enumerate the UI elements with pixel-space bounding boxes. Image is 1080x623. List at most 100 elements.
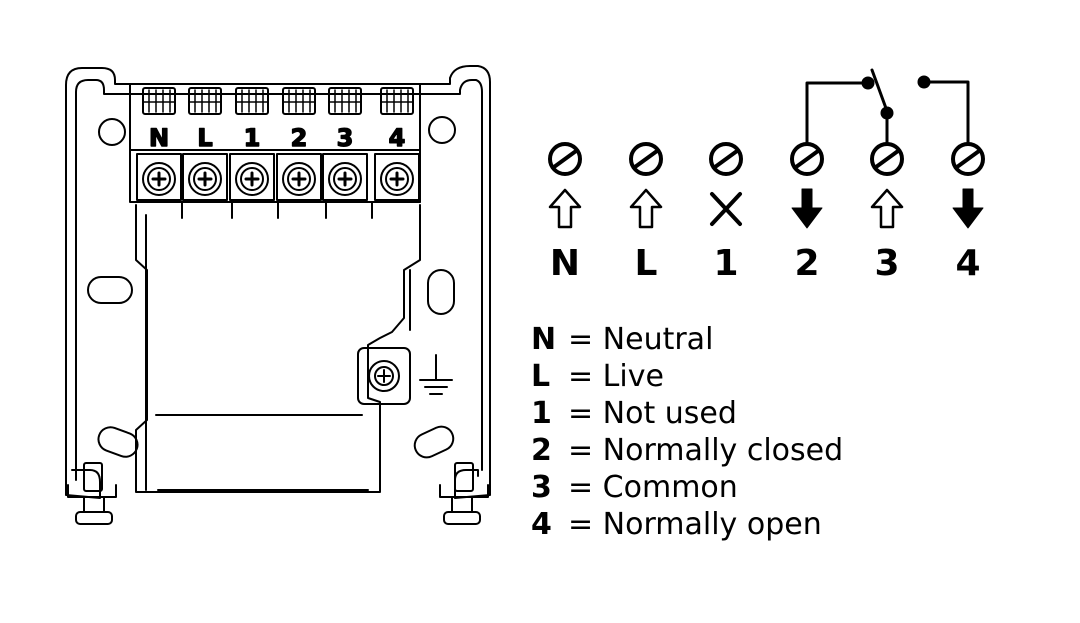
- legend-key: 2: [531, 433, 552, 468]
- schematic-terminal-4: 4: [951, 142, 985, 284]
- housing-inner-rim: [75, 79, 483, 481]
- mount-slot-right: [427, 269, 455, 315]
- terminal-screw: [380, 162, 414, 196]
- schematic: N L 1 2 3 4: [548, 68, 985, 284]
- legend-desc: = Not used: [568, 396, 737, 431]
- schematic-terminals: N L 1 2 3 4: [548, 142, 985, 284]
- device-terminal-n: N: [136, 87, 182, 201]
- legend-row: 3 = Common: [531, 470, 738, 505]
- terminal-screw: [282, 162, 316, 196]
- legend-desc: = Live: [568, 359, 664, 394]
- legend-key: 3: [531, 470, 552, 505]
- terminal-screw-inner: [385, 167, 409, 191]
- mount-hole-top-left: [98, 118, 126, 146]
- legend-row: 2= Normally closed: [531, 433, 843, 468]
- terminal-clamp-slots: [142, 89, 176, 113]
- schematic-terminal-label: 3: [874, 243, 899, 284]
- screw-terminal-icon: [951, 142, 985, 176]
- earth-terminal-screw-cross: [377, 369, 391, 383]
- device-terminal-label: N: [149, 124, 169, 152]
- terminal-clamp: [235, 87, 269, 115]
- earth-symbol-icon: [419, 354, 453, 395]
- arrow-up-outline-icon: [548, 188, 582, 229]
- device-terminal-2: 2: [276, 87, 322, 201]
- terminal-clamp: [188, 87, 222, 115]
- terminal-screw-inner: [147, 167, 171, 191]
- terminal-screw-cell: [322, 153, 368, 201]
- terminal-screw-cell: [374, 153, 420, 201]
- schematic-terminal-l: L: [629, 142, 663, 284]
- terminal-stubs: [181, 201, 373, 219]
- arrow-down-filled-icon: [791, 188, 823, 229]
- legend-key: 1: [531, 396, 552, 431]
- screw-terminal-icon: [548, 142, 582, 176]
- schematic-terminal-2: 2: [790, 142, 824, 284]
- legend-key: N: [531, 322, 556, 357]
- terminal-screw-cross: [291, 171, 307, 187]
- foot-left: [67, 462, 117, 525]
- foot-right: [439, 462, 489, 525]
- screw-terminal-icon: [870, 142, 904, 176]
- terminal-clamp-slots: [188, 89, 222, 113]
- terminal-screw-cross: [151, 171, 167, 187]
- arrow-down-filled-icon: [952, 188, 984, 229]
- terminal-clamp: [282, 87, 316, 115]
- schematic-terminal-label: 4: [955, 243, 980, 284]
- mount-slot-left: [87, 276, 133, 304]
- legend-key: L: [531, 359, 550, 394]
- screw-terminal-icon: [790, 142, 824, 176]
- legend-desc: = Normally open: [568, 507, 822, 542]
- device-terminal-1: 1: [229, 87, 275, 201]
- terminal-clamp: [328, 87, 362, 115]
- terminal-clamp-slots: [328, 89, 362, 113]
- legend-row: N= Neutral: [531, 322, 713, 357]
- mount-slot-bottom-left: [97, 426, 139, 458]
- terminal-screw-cross: [197, 171, 213, 187]
- terminal-screw: [142, 162, 176, 196]
- legend-key: 4: [531, 507, 552, 542]
- screw-terminal-icon: [709, 142, 743, 176]
- terminal-screw: [188, 162, 222, 196]
- screw-terminal-icon: [629, 142, 663, 176]
- terminal-screw-cell: [182, 153, 228, 201]
- terminal-clamp-slots: [380, 89, 414, 113]
- schematic-terminal-label: 2: [794, 243, 819, 284]
- terminal-screw-inner: [240, 167, 264, 191]
- contact-dot-nc: [861, 76, 875, 90]
- legend-desc: = Common: [568, 470, 738, 505]
- device-terminal-4: 4: [374, 87, 420, 201]
- terminal-clamp-slots: [235, 89, 269, 113]
- legend-row: 1 = Not used: [531, 396, 737, 431]
- device-terminal-label: 4: [389, 124, 406, 152]
- schematic-terminal-n: N: [548, 142, 582, 284]
- inner-cavity-rim: [145, 214, 411, 491]
- arrow-up-outline-icon: [629, 188, 663, 229]
- earth-terminal-screw: [368, 360, 400, 392]
- device-terminal-l: L: [182, 87, 228, 201]
- device-terminal-3: 3: [322, 87, 368, 201]
- device-terminal-label: L: [197, 124, 212, 152]
- terminal-screw-cell: [276, 153, 322, 201]
- schematic-terminal-3: 3: [870, 142, 904, 284]
- terminal-screw-cell: [136, 153, 182, 201]
- terminal-screw-inner: [333, 167, 357, 191]
- wire-terminal-2: [805, 81, 870, 145]
- schematic-terminal-label: N: [550, 243, 580, 284]
- terminal-screw-inner: [287, 167, 311, 191]
- terminal-screw-cross: [244, 171, 260, 187]
- schematic-terminal-label: 1: [713, 243, 738, 284]
- arrow-up-outline-icon: [870, 188, 904, 229]
- device-terminal-label: 1: [244, 124, 261, 152]
- device-terminal-label: 2: [291, 124, 308, 152]
- switch-blade: [870, 68, 889, 113]
- mount-slot-bottom-right: [413, 425, 455, 459]
- legend-row: L = Live: [531, 359, 664, 394]
- not-used-cross-icon: [710, 192, 742, 226]
- terminal-screw: [328, 162, 362, 196]
- terminal-screw: [235, 162, 269, 196]
- switch-wiring: [805, 68, 970, 145]
